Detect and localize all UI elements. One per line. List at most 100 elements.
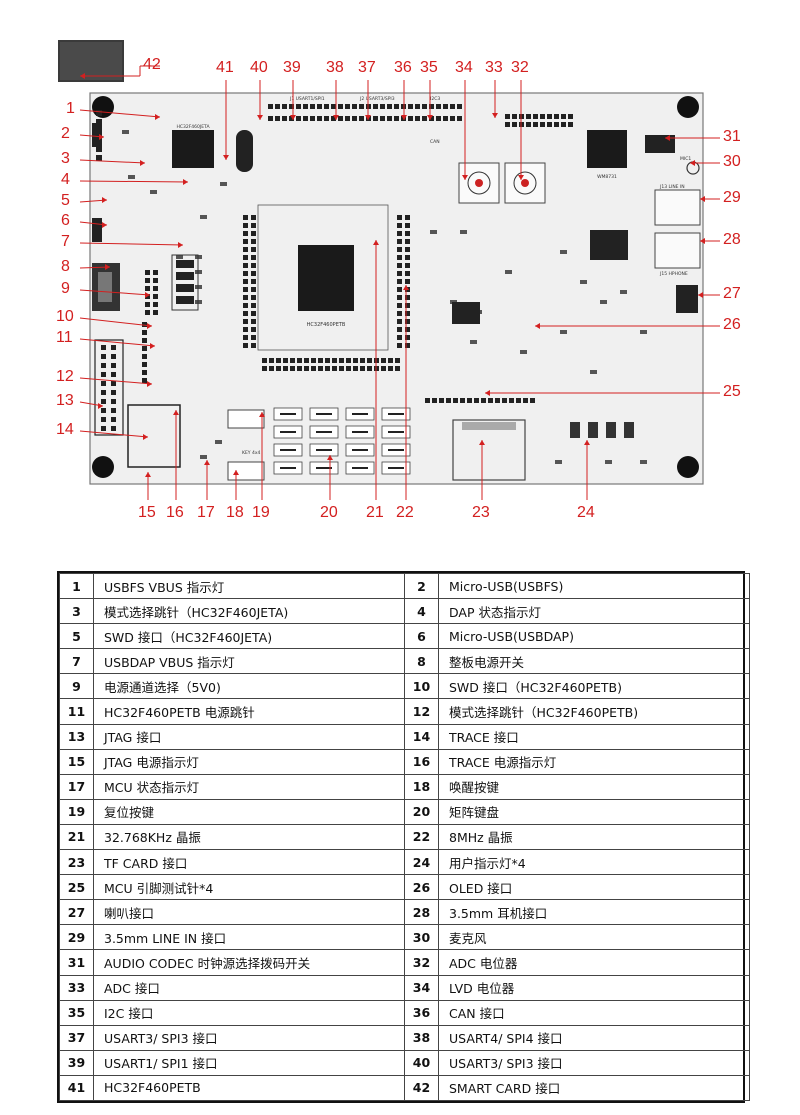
callout-40: 40 (250, 59, 268, 76)
mount-hole (677, 456, 699, 478)
legend-description: MCU 引脚测试针*4 (93, 874, 405, 901)
legend-description: 喇叭接口 (93, 899, 405, 926)
main-mcu-label: HC32F460PETB (307, 322, 346, 328)
callout-30: 30 (723, 153, 741, 170)
callout-27: 27 (723, 285, 741, 302)
legend-number: 15 (59, 748, 94, 775)
callout-19: 19 (252, 504, 270, 521)
legend-description: Micro-USB(USBDAP) (438, 623, 750, 650)
legend-number: 40 (404, 1049, 439, 1076)
line-in-jack (654, 189, 701, 226)
callout-16: 16 (166, 504, 184, 521)
callout-25: 25 (723, 383, 741, 400)
legend-description: CAN 接口 (438, 999, 750, 1026)
callout-18: 18 (226, 504, 244, 521)
legend-description: ADC 电位器 (438, 949, 750, 976)
legend-description: USART3/ SPI3 接口 (438, 1049, 750, 1076)
legend-number: 35 (59, 999, 94, 1026)
legend-number: 18 (404, 773, 439, 800)
header-label-can: CAN (430, 139, 440, 145)
leader-lines (79, 65, 720, 500)
callout-13: 13 (56, 392, 74, 409)
usb-connector-1 (92, 123, 102, 147)
legend-number: 32 (404, 949, 439, 976)
legend-description: 模式选择跳针（HC32F460JETA) (93, 598, 405, 625)
legend-description: SWD 接口（HC32F460PETB) (438, 673, 750, 700)
crystal-32k (236, 130, 253, 172)
audio-codec-chip (587, 130, 627, 168)
header-label-usart3: J2 USART3/SPI3 (359, 96, 395, 102)
legend-description: I2C 接口 (93, 999, 405, 1026)
legend-number: 34 (404, 974, 439, 1001)
callout-3: 3 (61, 150, 70, 167)
board-diagram: HC32F460PETB HC32F460JETA J1 USART1/SPI1… (56, 40, 741, 521)
legend-description: 3.5mm LINE IN 接口 (93, 924, 405, 951)
legend-number: 14 (404, 723, 439, 750)
legend-description: TF CARD 接口 (93, 849, 405, 876)
callout-11: 11 (56, 329, 73, 346)
legend-description: AUDIO CODEC 时钟源选择拨码开关 (93, 949, 405, 976)
legend-number: 16 (404, 748, 439, 775)
legend-description: 矩阵键盘 (438, 798, 750, 825)
legend-description: JTAG 电源指示灯 (93, 748, 405, 775)
legend-number: 20 (404, 798, 439, 825)
legend-number: 13 (59, 723, 94, 750)
legend-description: USBDAP VBUS 指示灯 (93, 648, 405, 675)
callout-26: 26 (723, 316, 741, 333)
legend-number: 10 (404, 673, 439, 700)
keypad-label: KEY 4x4 (242, 450, 260, 456)
legend-description: DAP 状态指示灯 (438, 598, 750, 625)
legend-number: 11 (59, 698, 94, 725)
callout-36: 36 (394, 59, 412, 76)
mcu-test-pins (425, 398, 535, 403)
callout-15: 15 (138, 504, 156, 521)
legend-description: USART1/ SPI1 接口 (93, 1049, 405, 1076)
legend-description: USBFS VBUS 指示灯 (93, 572, 405, 600)
legend-number: 7 (59, 648, 94, 675)
legend-number: 30 (404, 924, 439, 951)
mic-label: MIC1 (680, 156, 691, 162)
callout-37: 37 (358, 59, 376, 76)
callout-38: 38 (326, 59, 344, 76)
legend-number: 1 (59, 572, 94, 600)
callout-4: 4 (61, 171, 70, 188)
legend-description: JTAG 接口 (93, 723, 405, 750)
callout-33: 33 (485, 59, 503, 76)
legend-description: 模式选择跳针（HC32F460PETB) (438, 698, 750, 725)
legend-number: 8 (404, 648, 439, 675)
main-mcu-chip (298, 245, 354, 311)
mount-hole (92, 456, 114, 478)
matrix-keypad (227, 407, 411, 481)
legend-number: 26 (404, 874, 439, 901)
legend-description: OLED 接口 (438, 874, 750, 901)
callout-14: 14 (56, 421, 74, 438)
legend-description: 整板电源开关 (438, 648, 750, 675)
callout-35: 35 (420, 59, 438, 76)
legend-number: 19 (59, 798, 94, 825)
user-leds (570, 422, 634, 438)
callout-6: 6 (61, 212, 70, 229)
legend-description: MCU 状态指示灯 (93, 773, 405, 800)
mount-hole (677, 96, 699, 118)
legend-number: 9 (59, 673, 94, 700)
trace-connector (127, 404, 181, 468)
headphone-label: J15 HPHONE (659, 271, 688, 277)
legend-number: 5 (59, 623, 94, 650)
legend-number: 22 (404, 823, 439, 851)
legend-number: 29 (59, 924, 94, 951)
usb-connector-2 (92, 218, 102, 242)
callout-9: 9 (61, 280, 70, 297)
dap-mcu-chip (172, 130, 214, 168)
callout-17: 17 (197, 504, 215, 521)
callout-34: 34 (455, 59, 473, 76)
line-in-label: J13 LINE IN (659, 184, 685, 190)
